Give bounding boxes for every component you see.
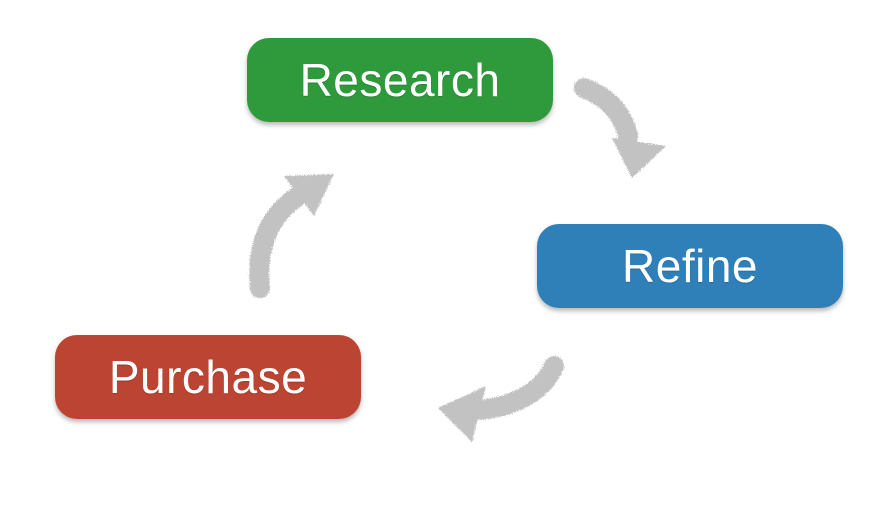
arrow-purchase-to-research [249, 174, 334, 298]
node-refine-label: Refine [622, 240, 758, 292]
arrow-research-to-refine [574, 78, 666, 178]
node-research: Research [247, 38, 553, 122]
node-purchase-label: Purchase [108, 351, 308, 403]
node-purchase: Purchase [55, 335, 361, 419]
node-refine: Refine [537, 224, 843, 308]
arrow-refine-to-purchase [438, 356, 564, 442]
node-research-label: Research [299, 54, 501, 106]
